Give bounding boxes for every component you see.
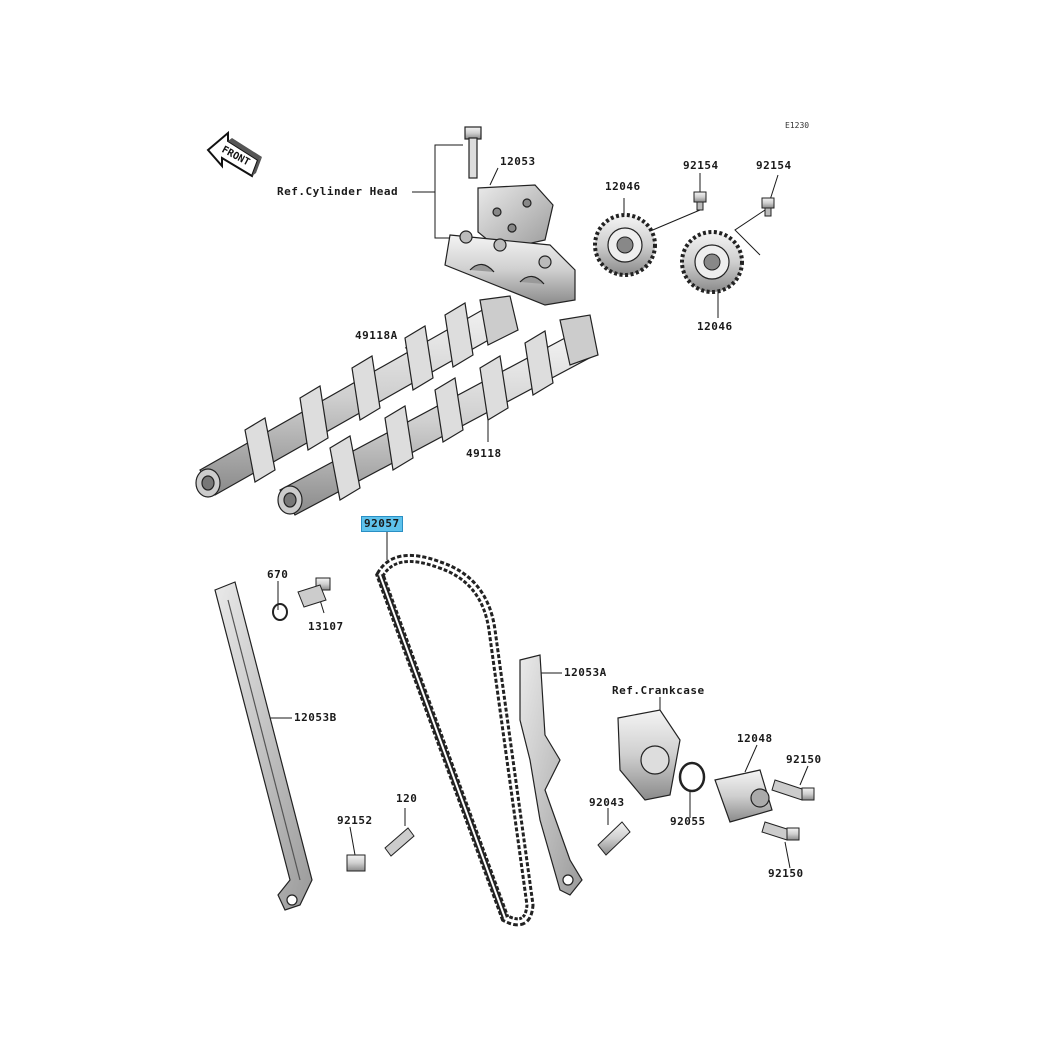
part-label-49118[interactable]: 49118 (466, 447, 502, 460)
bolt-120 (384, 827, 415, 857)
pin-92043 (597, 821, 631, 856)
part-label-92057[interactable]: 92057 (361, 516, 403, 532)
part-label-12046-top[interactable]: 12046 (605, 180, 641, 193)
part-label-92152[interactable]: 92152 (337, 814, 373, 827)
ref-cylinder-head: Ref.Cylinder Head (277, 185, 399, 198)
part-label-12046-bottom[interactable]: 12046 (697, 320, 733, 333)
part-label-13107[interactable]: 13107 (308, 620, 344, 633)
part-label-12053[interactable]: 12053 (500, 155, 536, 168)
bolt-92150-bottom (761, 821, 800, 841)
bolt-92150-top (771, 779, 815, 801)
ref-crankcase: Ref.Crankcase (612, 684, 705, 697)
bolt-13107 (297, 577, 331, 608)
camshaft-49118A (195, 295, 519, 498)
part-label-12048[interactable]: 12048 (737, 732, 773, 745)
part-label-12053B[interactable]: 12053B (294, 711, 337, 724)
camshaft-49118 (277, 314, 599, 516)
bolt-92154-right (761, 197, 775, 217)
part-label-92154-right[interactable]: 92154 (756, 159, 792, 172)
part-label-92154-left[interactable]: 92154 (683, 159, 719, 172)
o-ring-670 (272, 603, 288, 621)
part-label-12053A[interactable]: 12053A (564, 666, 607, 679)
o-ring-92055 (678, 761, 706, 793)
part-label-49118A[interactable]: 49118A (355, 329, 398, 342)
crankcase-part (617, 709, 681, 801)
part-label-92150-bottom[interactable]: 92150 (768, 867, 804, 880)
part-label-92150-top[interactable]: 92150 (786, 753, 822, 766)
sprocket-right (680, 230, 744, 294)
collar-92152 (346, 854, 366, 872)
tensioner-12048 (714, 769, 773, 823)
part-label-92043[interactable]: 92043 (589, 796, 625, 809)
chain-guide-12053B (214, 581, 313, 911)
part-label-120[interactable]: 120 (396, 792, 418, 805)
svg-text:FRONT: FRONT (220, 144, 252, 168)
cam-chain (375, 554, 535, 927)
part-label-670[interactable]: 670 (267, 568, 289, 581)
front-label: FRONT (220, 144, 252, 168)
front-arrow-icon (206, 130, 262, 178)
camshaft-cap-assembly (444, 126, 576, 306)
sprocket-left (593, 213, 657, 277)
leader-lines (258, 144, 809, 869)
part-label-92055[interactable]: 92055 (670, 815, 706, 828)
chain-guide-12053A (519, 654, 583, 896)
bolt-92154-left (693, 191, 707, 211)
diagram-code: E1230 (785, 121, 810, 130)
